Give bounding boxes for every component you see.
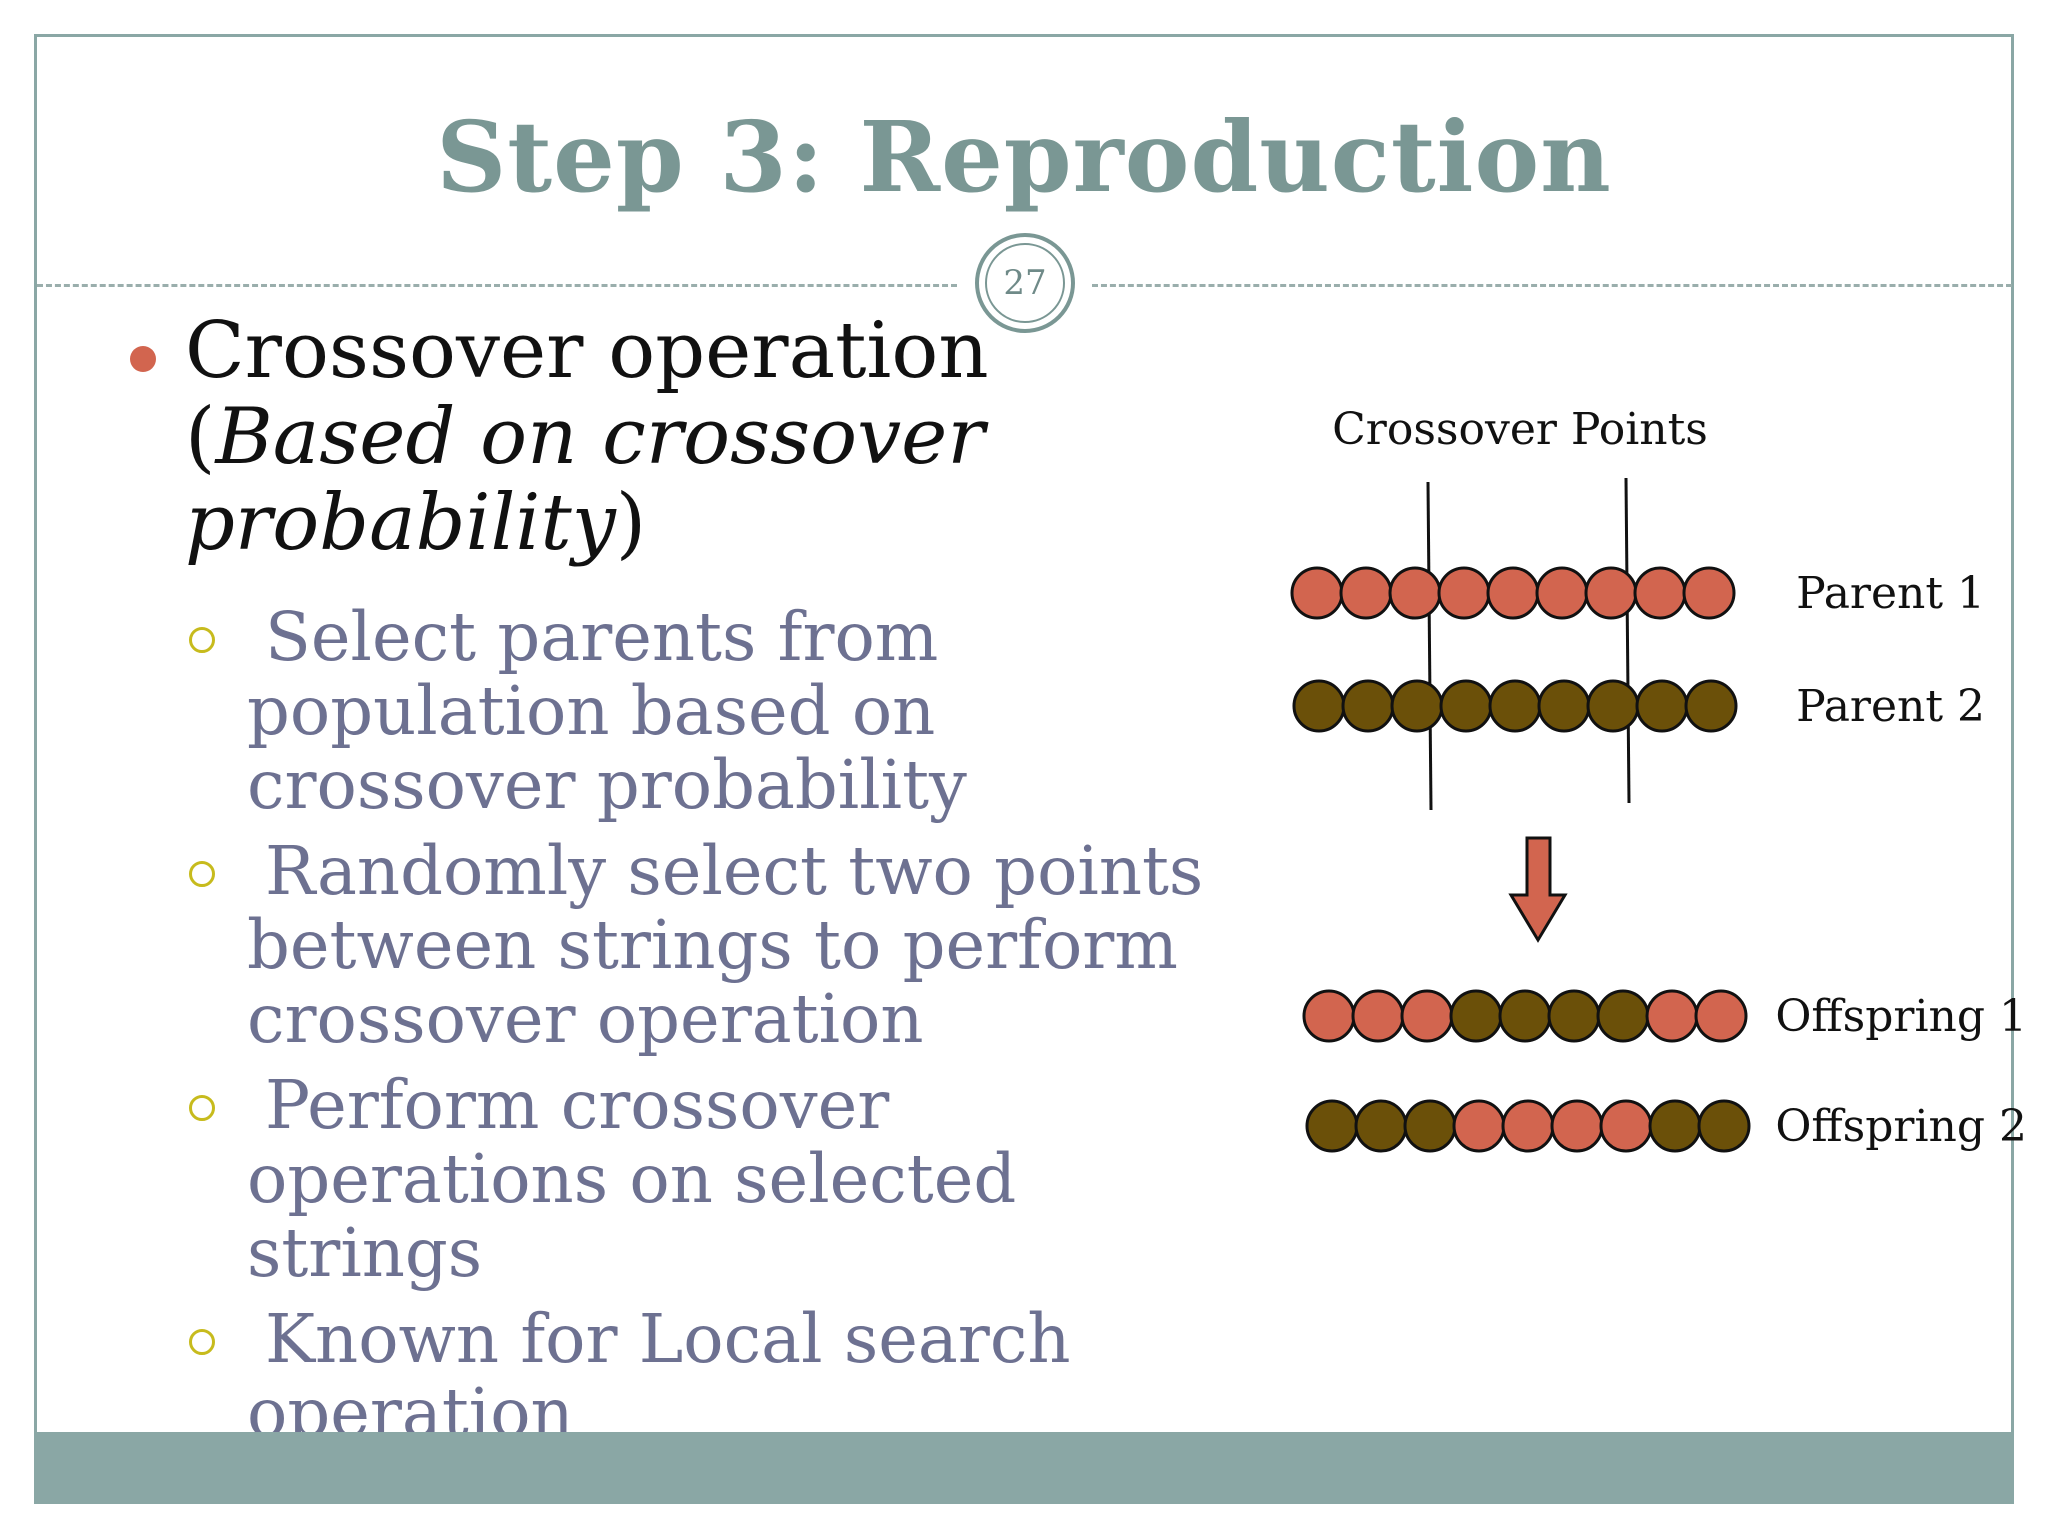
gene-circle <box>1437 566 1491 620</box>
gene-circle <box>1292 679 1346 733</box>
hollow-circle-bullet-icon <box>189 861 215 887</box>
page-number: 27 <box>985 243 1065 323</box>
row-label: Offspring 1 <box>1775 991 2027 1042</box>
sub-point: Perform crossover operations on selected… <box>185 1068 1215 1290</box>
gene-circle <box>1390 679 1444 733</box>
gene-circle <box>1403 1099 1457 1153</box>
page-number-badge: 27 <box>975 233 1075 333</box>
gene-circle <box>1339 566 1393 620</box>
gene-circle <box>1290 566 1344 620</box>
main-bullet-dot <box>130 346 156 372</box>
main-point-suffix: ) <box>615 478 647 568</box>
title-divider-left <box>37 284 957 287</box>
gene-circle <box>1439 679 1493 733</box>
gene-circle <box>1537 679 1591 733</box>
gene-circle <box>1584 566 1638 620</box>
gene-circle <box>1596 989 1650 1043</box>
row-label: Offspring 2 <box>1775 1101 2027 1152</box>
gene-circle <box>1635 679 1689 733</box>
hollow-circle-bullet-icon <box>189 1329 215 1355</box>
slide-title: Step 3: Reproduction <box>436 100 1612 214</box>
gene-circle <box>1684 679 1738 733</box>
sub-point: Randomly select two points between strin… <box>185 834 1215 1056</box>
crossover-diagram: Crossover Points Parent 1 Parent 2 Offspri… <box>1290 404 2027 1153</box>
main-point: Crossover operation (Based on crossover … <box>185 308 1245 566</box>
gene-circle <box>1354 1099 1408 1153</box>
down-arrow-icon <box>1508 836 1568 943</box>
gene-circle <box>1305 1099 1359 1153</box>
sub-point-text: Select parents from population based on … <box>247 598 967 824</box>
footer-bar <box>34 1432 2014 1504</box>
gene-circle <box>1599 1099 1653 1153</box>
sub-point: Select parents from population based on … <box>185 600 1215 822</box>
gene-circle <box>1341 679 1395 733</box>
sub-point-text: Known for Local search operation <box>247 1300 1071 1452</box>
gene-circle <box>1486 566 1540 620</box>
main-point-italic: Based on crossover probability <box>185 392 985 568</box>
sub-point: Known for Local search operation <box>185 1302 1215 1450</box>
gene-circle <box>1648 1099 1702 1153</box>
gene-circle <box>1449 989 1503 1043</box>
hollow-circle-bullet-icon <box>189 1095 215 1121</box>
main-point-prefix: Crossover operation ( <box>185 306 989 482</box>
chromosome-rows: Parent 1 Parent 2 Offspring 1 Offspring 2 <box>1290 566 2027 1153</box>
gene-circle <box>1633 566 1687 620</box>
gene-circle <box>1452 1099 1506 1153</box>
gene-circle <box>1498 989 1552 1043</box>
gene-circle <box>1535 566 1589 620</box>
sub-point-list: Select parents from population based on … <box>185 600 1215 1462</box>
sub-point-text: Randomly select two points between strin… <box>247 832 1204 1058</box>
gene-circle <box>1302 989 1356 1043</box>
gene-circle <box>1488 679 1542 733</box>
sub-point-text: Perform crossover operations on selected… <box>247 1066 1017 1292</box>
crossover-points-heading: Crossover Points <box>1332 404 1708 455</box>
gene-circle <box>1645 989 1699 1043</box>
gene-circle <box>1550 1099 1604 1153</box>
crossover-line-1 <box>1426 481 1433 811</box>
gene-circle <box>1351 989 1405 1043</box>
gene-circle <box>1388 566 1442 620</box>
gene-circle <box>1682 566 1736 620</box>
row-label: Parent 2 <box>1796 681 1985 732</box>
gene-circle <box>1501 1099 1555 1153</box>
crossover-line-2 <box>1624 477 1631 804</box>
hollow-circle-bullet-icon <box>189 627 215 653</box>
gene-circle <box>1694 989 1748 1043</box>
row-label: Parent 1 <box>1796 568 1985 619</box>
gene-circle <box>1697 1099 1751 1153</box>
gene-circle <box>1547 989 1601 1043</box>
gene-circle <box>1400 989 1454 1043</box>
title-divider-right <box>1092 284 2012 287</box>
gene-circle <box>1586 679 1640 733</box>
